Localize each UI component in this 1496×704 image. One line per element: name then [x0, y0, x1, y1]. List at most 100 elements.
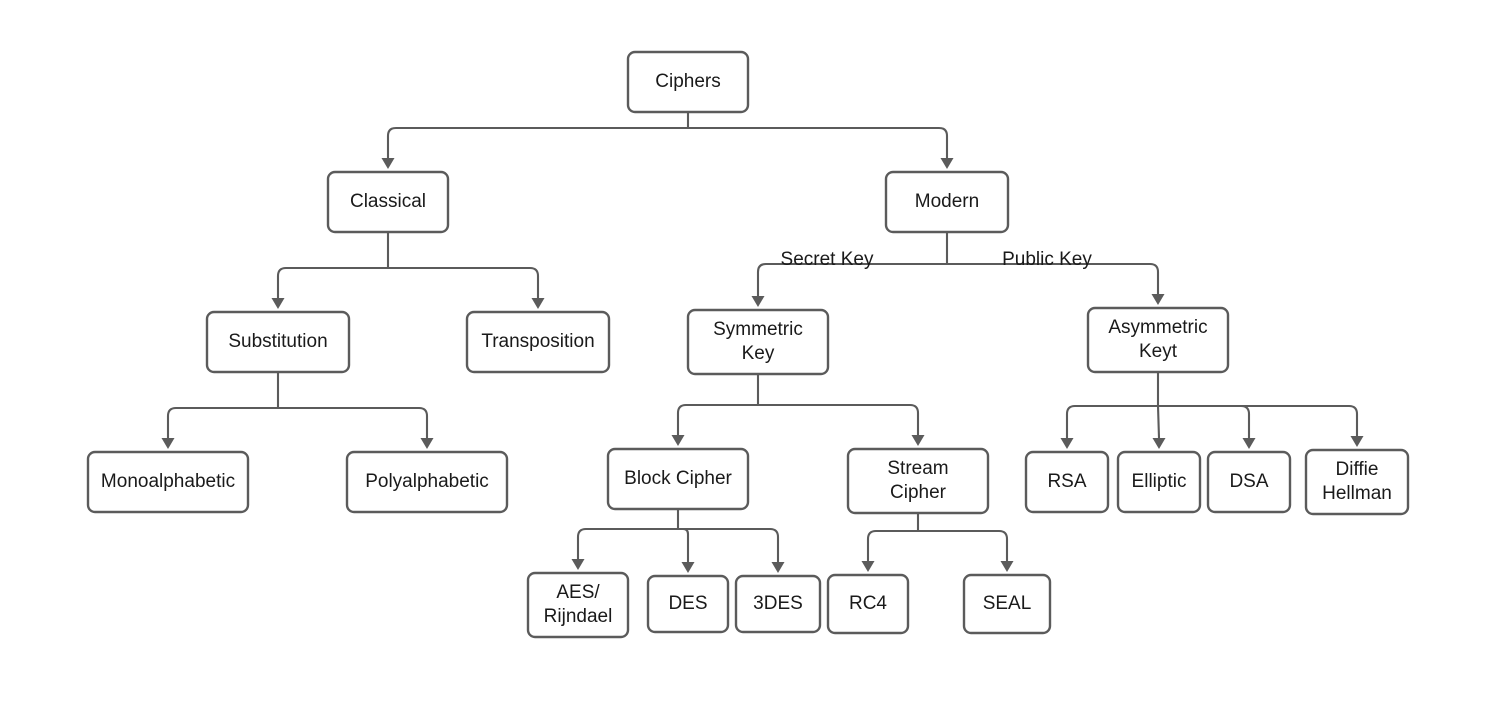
node-box-classical[interactable] — [326, 170, 450, 234]
node-label-line: Block Cipher — [624, 468, 732, 489]
node-classical[interactable]: Classical — [326, 170, 450, 234]
edge-arrowhead-symmetric-block — [671, 435, 685, 446]
edge-arrowhead-stream-seal — [1000, 561, 1014, 572]
secret-key-label: Secret Key — [781, 249, 874, 270]
edge-substitution-poly — [276, 406, 429, 440]
edge-asymmetric-diffie — [1156, 404, 1359, 438]
edge-arrowhead-ciphers-modern — [940, 158, 954, 169]
node-box-polyalphabetic[interactable] — [345, 450, 509, 514]
node-label-line: AES/ — [556, 582, 600, 603]
edge-symmetric-stream — [756, 403, 920, 437]
edge-arrowhead-asymmetric-dsa — [1242, 438, 1256, 449]
node-label-line: Keyt — [1139, 341, 1178, 362]
edge-modern-symmetric — [756, 262, 949, 298]
node-box-symmetric[interactable] — [686, 308, 830, 376]
node-des[interactable]: DES — [646, 574, 730, 634]
node-transposition[interactable]: Transposition — [465, 310, 611, 374]
node-block-cipher[interactable]: Block Cipher — [606, 447, 750, 511]
edge-arrowhead-block-des — [681, 562, 695, 573]
node-box-des[interactable] — [646, 574, 730, 634]
node-label-transposition: Transposition — [481, 331, 594, 352]
node-dsa[interactable]: DSA — [1206, 450, 1292, 514]
node-box-stream-cipher[interactable] — [846, 447, 990, 515]
node-label-line: RC4 — [849, 593, 887, 614]
node-box-substitution[interactable] — [205, 310, 351, 374]
node-aes-rijndael[interactable]: AES/Rijndael — [526, 571, 630, 639]
node-label-3des: 3DES — [753, 593, 803, 614]
node-label-modern: Modern — [915, 191, 979, 212]
edge-arrowhead-substitution-mono — [161, 438, 175, 449]
node-box-dsa[interactable] — [1206, 450, 1292, 514]
edge-arrowhead-asymmetric-diffie — [1350, 436, 1364, 447]
node-substitution[interactable]: Substitution — [205, 310, 351, 374]
node-label-line: 3DES — [753, 593, 803, 614]
node-label-line: DES — [668, 593, 707, 614]
edge-arrowhead-symmetric-stream — [911, 435, 925, 446]
node-elliptic[interactable]: Elliptic — [1116, 450, 1202, 514]
node-modern[interactable]: Modern — [884, 170, 1010, 234]
edge-arrowhead-asymmetric-elliptic — [1152, 438, 1166, 449]
node-label-substitution: Substitution — [228, 331, 327, 352]
node-box-aes-rijndael[interactable] — [526, 571, 630, 639]
node-label-polyalphabetic: Polyalphabetic — [365, 471, 489, 492]
node-label-line: Elliptic — [1132, 471, 1187, 492]
edge-arrowhead-block-3des — [771, 562, 785, 573]
node-box-modern[interactable] — [884, 170, 1010, 234]
node-label-line: Substitution — [228, 331, 327, 352]
edge-arrowhead-ciphers-classical — [381, 158, 395, 169]
node-box-transposition[interactable] — [465, 310, 611, 374]
node-box-diffie-hellman[interactable] — [1304, 448, 1410, 516]
edge-classical-substitution — [276, 266, 390, 300]
node-box-asymmetric[interactable] — [1086, 306, 1230, 374]
edge-classical-transposition — [386, 266, 540, 300]
node-3des[interactable]: 3DES — [734, 574, 822, 634]
node-rsa[interactable]: RSA — [1024, 450, 1110, 514]
node-box-block-cipher[interactable] — [606, 447, 750, 511]
node-box-rsa[interactable] — [1024, 450, 1110, 514]
node-box-3des[interactable] — [734, 574, 822, 634]
node-label-line: Stream — [887, 458, 948, 479]
node-label-line: DSA — [1229, 471, 1268, 492]
edge-block-3des — [676, 527, 780, 564]
edge-asymmetric-rsa — [1065, 404, 1160, 440]
edge-ciphers-classical — [386, 126, 690, 160]
node-label-rc4: RC4 — [849, 593, 887, 614]
node-ciphers[interactable]: Ciphers — [626, 50, 750, 114]
edge-ciphers-modern — [686, 126, 949, 160]
node-label-elliptic: Elliptic — [1132, 471, 1187, 492]
node-rc4[interactable]: RC4 — [826, 573, 910, 635]
node-label-line: Modern — [915, 191, 979, 212]
edge-arrowhead-block-aes — [571, 559, 585, 570]
edge-arrowhead-modern-symmetric — [751, 296, 765, 307]
edge-asymmetric-elliptic — [1156, 404, 1161, 440]
node-label-line: Asymmetric — [1108, 317, 1207, 338]
node-box-monoalphabetic[interactable] — [86, 450, 250, 514]
node-label-classical: Classical — [350, 191, 426, 212]
node-box-rc4[interactable] — [826, 573, 910, 635]
node-box-seal[interactable] — [962, 573, 1052, 635]
node-polyalphabetic[interactable]: Polyalphabetic — [345, 450, 509, 514]
edge-stream-rc4 — [866, 529, 920, 563]
node-box-ciphers[interactable] — [626, 50, 750, 114]
node-monoalphabetic[interactable]: Monoalphabetic — [86, 450, 250, 514]
node-label-line: Cipher — [890, 482, 947, 503]
node-label-monoalphabetic: Monoalphabetic — [101, 471, 235, 492]
node-label-dsa: DSA — [1229, 471, 1268, 492]
edge-modern-asymmetric — [945, 262, 1160, 296]
node-label-line: Classical — [350, 191, 426, 212]
node-label-seal: SEAL — [983, 593, 1032, 614]
node-seal[interactable]: SEAL — [962, 573, 1052, 635]
node-label-des: DES — [668, 593, 707, 614]
node-label-line: Hellman — [1322, 483, 1392, 504]
node-box-elliptic[interactable] — [1116, 450, 1202, 514]
node-label-line: Key — [742, 343, 775, 364]
